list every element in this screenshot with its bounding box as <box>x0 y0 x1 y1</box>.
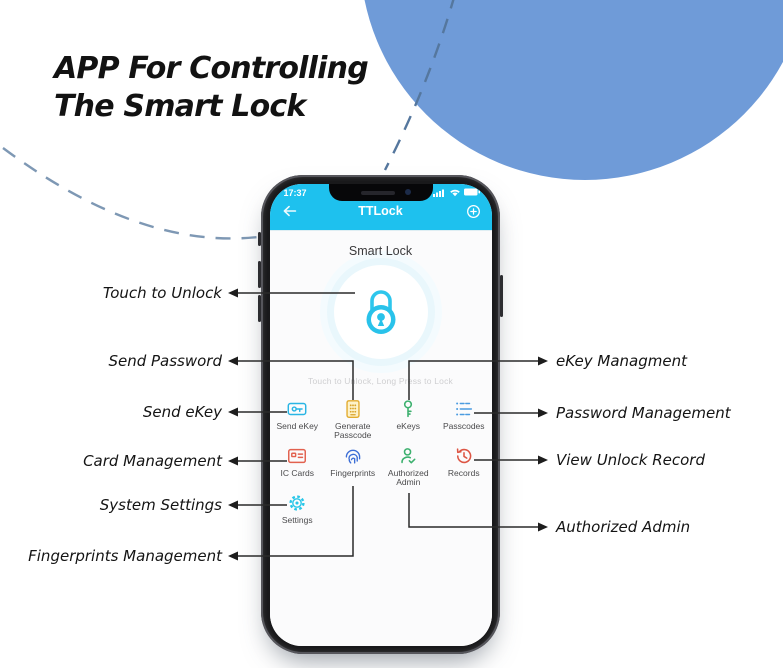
callout-password-management: Password Management <box>556 403 731 423</box>
feature-grid: Send eKey <box>270 398 492 539</box>
ekeys-icon <box>397 398 419 420</box>
passcodes-icon <box>453 398 475 420</box>
arrowhead <box>538 408 548 418</box>
phone-notch <box>328 183 433 201</box>
status-bar: 17:37 <box>270 184 492 198</box>
connector-send-password <box>237 360 354 400</box>
arrowhead <box>228 456 238 466</box>
front-camera <box>404 189 411 195</box>
signal-bars-icon <box>432 189 444 197</box>
callout-label: Touch to Unlock <box>102 284 222 302</box>
callout-label: Send eKey <box>142 403 222 421</box>
grid-item-ic-cards[interactable]: IC Cards <box>270 445 326 492</box>
grid-item-label: Records <box>447 467 480 478</box>
unlock-hint: Touch to Unlock, Long Press to Lock <box>308 375 453 386</box>
callout-label: Password Management <box>556 404 731 422</box>
grid-item-label: eKeys <box>396 420 421 431</box>
callout-authorized-admin: Authorized Admin <box>556 517 690 537</box>
wifi-icon <box>449 189 460 196</box>
connector-authorized-admin <box>408 493 539 528</box>
callout-label: System Settings <box>99 496 222 514</box>
volume-down-button <box>258 295 261 322</box>
callout-label: Fingerprints Management <box>28 547 222 565</box>
arrowhead <box>538 356 548 366</box>
fingerprints-icon <box>342 445 364 467</box>
battery-icon <box>463 188 480 196</box>
phone-screen: 17:37 <box>269 183 492 646</box>
grid-item-ekeys[interactable]: eKeys <box>381 398 437 445</box>
settings-icon <box>286 492 308 514</box>
grid-item-label: Fingerprints <box>330 467 376 478</box>
dashed-curve-left <box>2 147 259 240</box>
arrowhead <box>228 356 238 366</box>
arrowhead <box>228 500 238 510</box>
grid-item-passcodes[interactable]: Passcodes <box>436 398 492 445</box>
callout-label: eKey Managment <box>556 352 687 370</box>
device-name: Smart Lock <box>348 243 413 258</box>
callout-label: Authorized Admin <box>556 518 691 536</box>
callout-send-password: Send Password <box>0 351 222 371</box>
dashed-curve-right <box>383 0 455 171</box>
records-icon <box>453 445 475 467</box>
callout-label: Send Password <box>108 352 222 370</box>
callout-send-ekey: Send eKey <box>0 402 222 422</box>
connector-fingerprints-management <box>237 486 354 557</box>
arrowhead <box>538 522 548 532</box>
grid-item-fingerprints[interactable]: Fingerprints <box>325 445 381 492</box>
page-title-line1: APP For Controlling <box>54 51 369 86</box>
connector-ekey-managment <box>408 360 539 400</box>
mute-switch <box>258 232 261 246</box>
page-title-line2: The Smart Lock <box>54 89 306 125</box>
grid-item-label: Authorized Admin <box>387 467 429 488</box>
power-button <box>500 275 503 317</box>
callout-touch-to-unlock: Touch to Unlock <box>0 283 222 303</box>
nav-bar: TTLock <box>270 198 492 225</box>
callout-view-unlock-record: View Unlock Record <box>556 450 705 470</box>
touch-to-unlock-button[interactable] <box>333 264 428 359</box>
arrowhead <box>228 407 238 417</box>
phone-mockup: 17:37 <box>258 175 503 654</box>
speaker-slot <box>360 190 395 195</box>
grid-item-label: Generate Passcode <box>334 420 372 441</box>
arrowhead <box>228 288 238 298</box>
status-time: 17:37 <box>283 187 307 198</box>
arrowhead <box>538 455 548 465</box>
circled-plus-icon[interactable] <box>466 204 481 219</box>
grid-item-send-ekey[interactable]: Send eKey <box>270 398 326 445</box>
grid-item-records[interactable]: Records <box>436 445 492 492</box>
callout-ekey-managment: eKey Managment <box>556 351 687 371</box>
app-title: TTLock <box>358 204 403 218</box>
callout-fingerprints-management: Fingerprints Management <box>0 546 222 566</box>
grid-item-label: Passcodes <box>442 420 485 431</box>
callout-label: View Unlock Record <box>556 451 705 469</box>
ic-cards-icon <box>286 445 308 467</box>
generate-passcode-icon <box>342 398 364 420</box>
callout-card-management: Card Management <box>0 451 222 471</box>
app-body: Smart Lock Touch to Unlock, Long Press t… <box>269 229 492 646</box>
grid-item-label: IC Cards <box>280 467 315 478</box>
grid-item-authorized-admin[interactable]: Authorized Admin <box>381 445 437 492</box>
grid-item-label: Send eKey <box>276 420 319 431</box>
authorized-admin-icon <box>397 445 419 467</box>
arrowhead <box>228 551 238 561</box>
page-title: APP For Controlling The Smart Lock <box>54 50 369 127</box>
padlock-icon <box>366 289 395 334</box>
callout-label: Card Management <box>83 452 222 470</box>
volume-up-button <box>258 261 261 288</box>
grid-item-label: Settings <box>281 514 313 525</box>
back-arrow-icon[interactable] <box>281 204 298 218</box>
send-ekey-icon <box>286 398 308 420</box>
callout-system-settings: System Settings <box>0 495 222 515</box>
grid-item-settings[interactable]: Settings <box>270 492 326 539</box>
grid-item-generate-passcode[interactable]: Generate Passcode <box>325 398 381 445</box>
